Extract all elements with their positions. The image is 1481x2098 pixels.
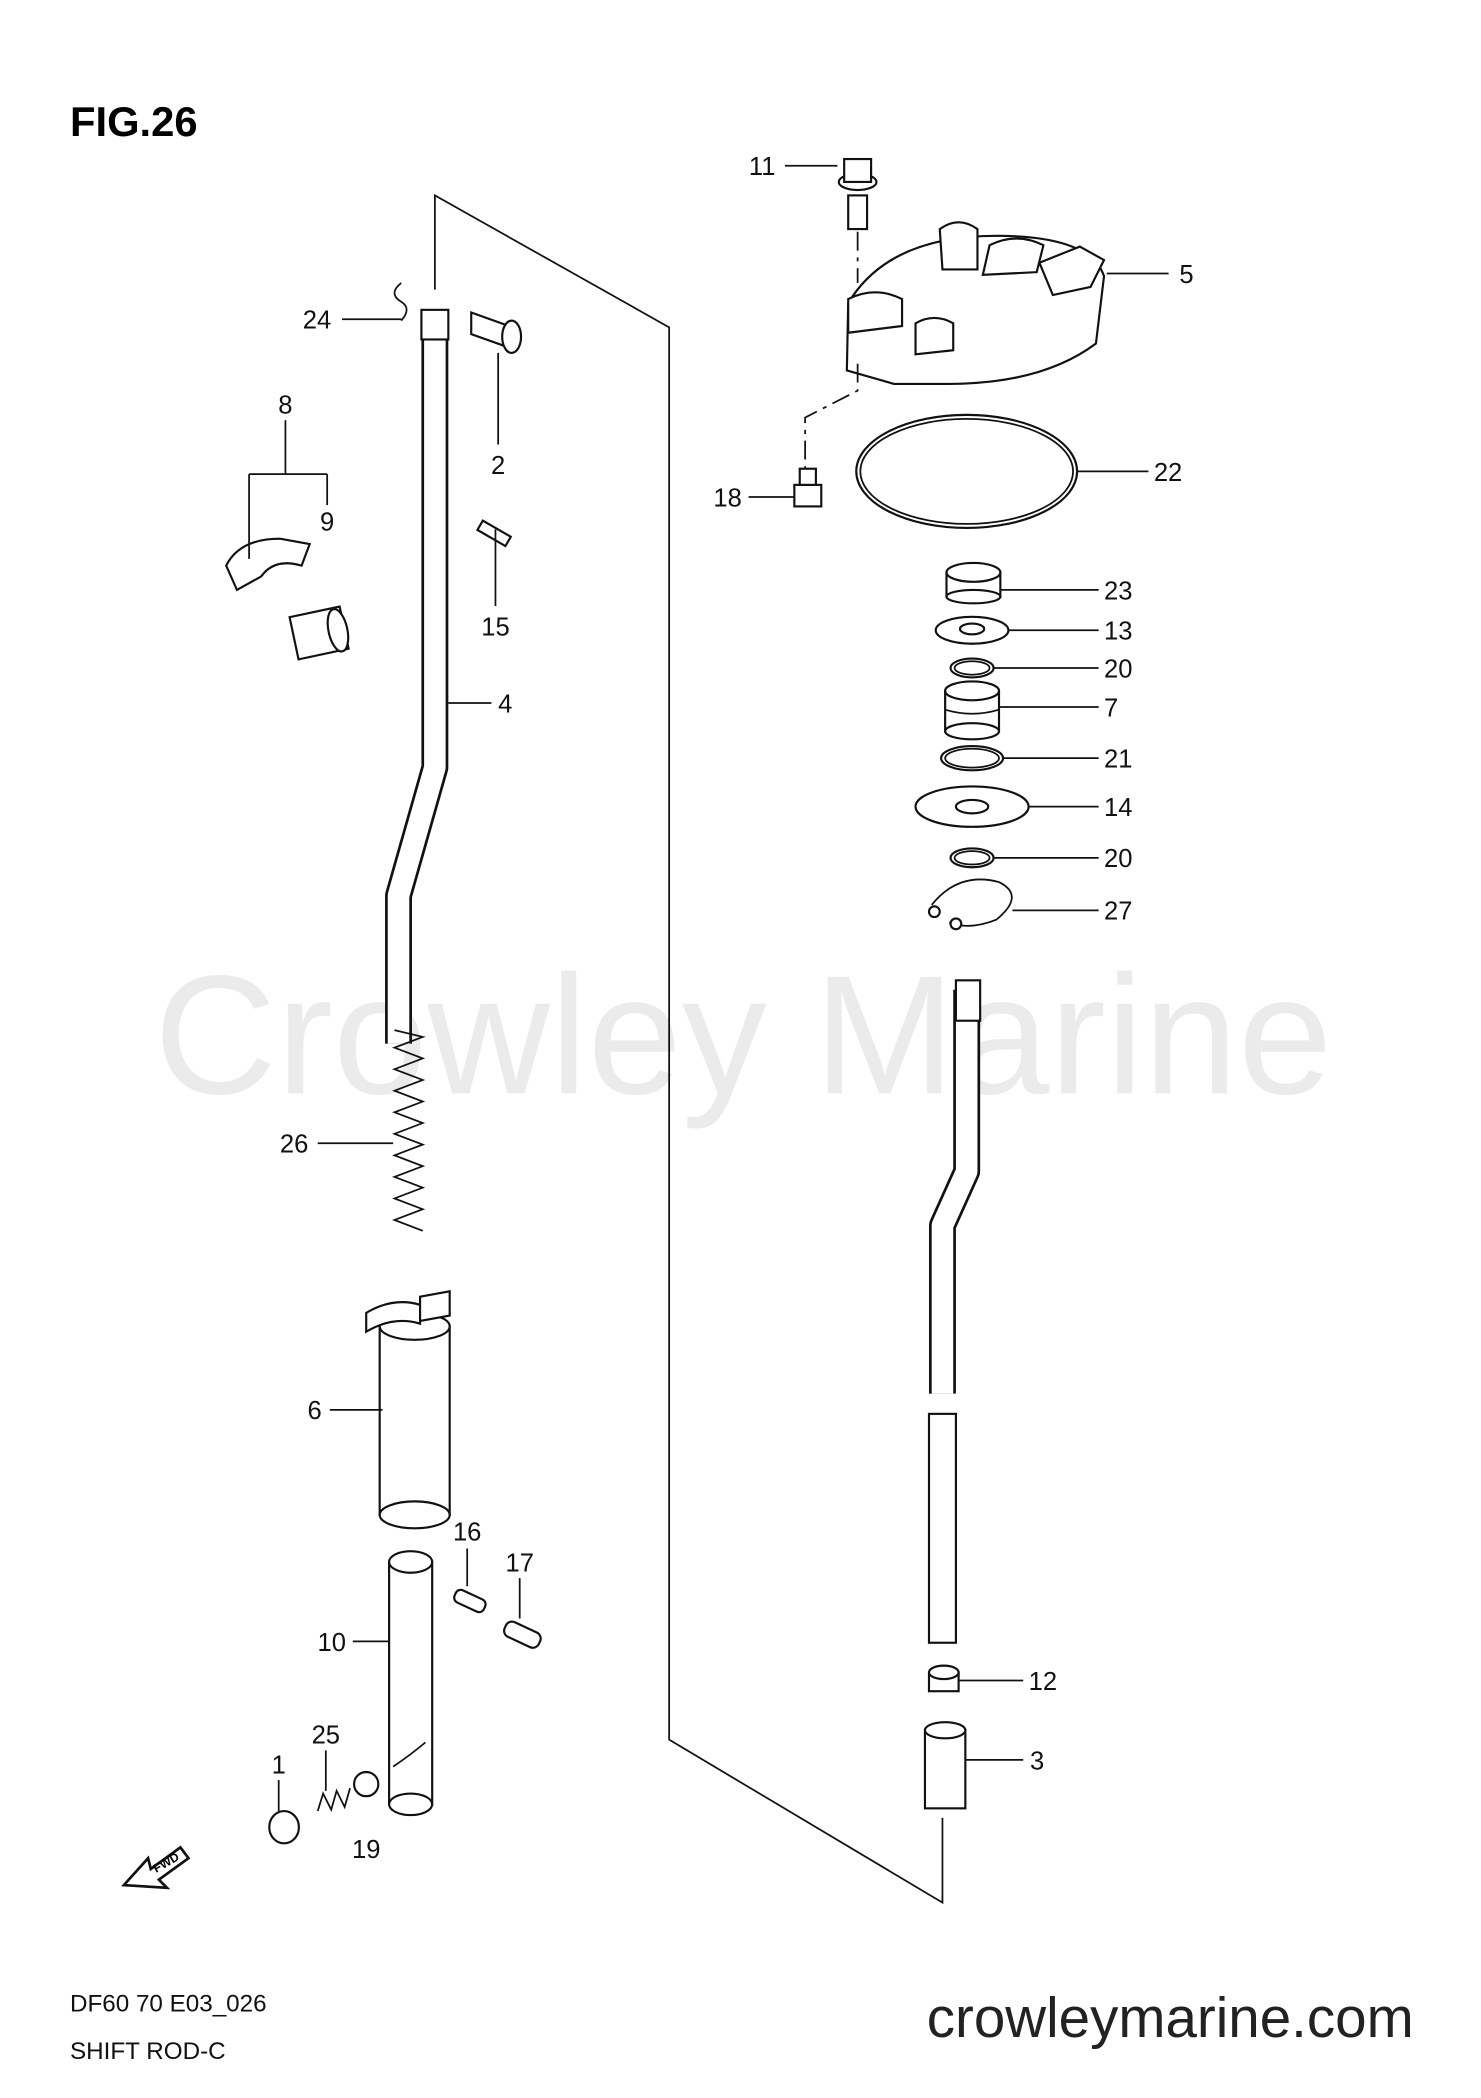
circlip-part-27 — [927, 878, 1013, 931]
watermark: Crowley Marine — [154, 939, 1332, 1129]
spring-part-26 — [392, 1029, 426, 1232]
callout-27: 27 — [1104, 898, 1132, 926]
callout-23: 23 — [1104, 577, 1132, 605]
callout-26: 26 — [280, 1131, 308, 1159]
callout-11: 11 — [749, 153, 776, 181]
seal-part-7 — [944, 680, 1001, 741]
callout-21: 21 — [1104, 746, 1132, 774]
washer-part-13 — [934, 615, 1010, 645]
bushing-part-9 — [288, 605, 350, 661]
callout-6: 6 — [308, 1397, 322, 1425]
callout-8: 8 — [278, 392, 292, 420]
ball-part-19 — [353, 1770, 380, 1798]
callout-4: 4 — [498, 690, 512, 718]
callout-5: 5 — [1179, 261, 1193, 289]
callout-10: 10 — [318, 1629, 346, 1657]
pin-part-15 — [475, 519, 513, 548]
callout-25: 25 — [312, 1722, 340, 1750]
callout-24: 24 — [303, 307, 331, 335]
bolt-part-11 — [837, 157, 878, 231]
shift-rod-part-4 — [385, 308, 450, 1044]
callout-7: 7 — [1104, 694, 1118, 722]
figure-title: FIG.26 — [70, 98, 198, 145]
washer-part-14 — [914, 785, 1030, 828]
callout-20b: 20 — [1104, 845, 1132, 873]
assembly-outline — [434, 193, 944, 1905]
o-ring-inner — [859, 418, 1074, 525]
callout-12: 12 — [1029, 1668, 1057, 1696]
website-link[interactable]: crowleymarine.com — [927, 1986, 1414, 2049]
bushing-part-23 — [945, 561, 1002, 605]
callout-labels: 11 5 24 2 8 9 15 4 22 18 23 13 20 7 21 1… — [272, 153, 1194, 1864]
coupler-part-3 — [923, 1721, 967, 1810]
callout-14: 14 — [1104, 794, 1132, 822]
nut-part-12 — [927, 1664, 960, 1693]
o-ring-part-21 — [940, 744, 1005, 772]
pin-part-16 — [453, 1588, 487, 1614]
callout-18: 18 — [713, 484, 741, 512]
callout-1: 1 — [272, 1751, 286, 1779]
o-ring-part-20 — [949, 657, 995, 679]
callout-22: 22 — [1154, 459, 1182, 487]
o-ring-part-20b — [949, 847, 995, 869]
callout-20: 20 — [1104, 655, 1132, 683]
plug-part-1 — [268, 1809, 300, 1845]
shift-rod-right — [927, 979, 982, 1644]
pin-part-2 — [470, 311, 523, 355]
model-code: DF60 70 E03_026 — [70, 1991, 267, 2018]
callout-15: 15 — [481, 614, 509, 642]
callout-16: 16 — [453, 1518, 481, 1546]
screw-part-18 — [793, 467, 823, 508]
callout-13: 13 — [1104, 618, 1132, 646]
clip-part-24 — [393, 282, 408, 322]
callout-2: 2 — [491, 452, 505, 480]
shift-cam-part-6 — [365, 1290, 451, 1530]
spring-part-25 — [316, 1787, 351, 1813]
clip-part-8 — [224, 537, 312, 592]
pin-part-17 — [503, 1620, 542, 1649]
o-ring-part-22 — [855, 413, 1079, 530]
callout-9: 9 — [320, 509, 334, 537]
fwd-arrow-icon: FWD — [121, 1845, 191, 1890]
screw-guide-line — [804, 363, 859, 472]
callout-3: 3 — [1030, 1747, 1044, 1775]
callout-17: 17 — [505, 1549, 533, 1577]
cover-part-5 — [845, 221, 1106, 385]
leader-lines — [248, 164, 1169, 1812]
part-group-name: SHIFT ROD-C — [70, 2038, 226, 2065]
shaft-part-10 — [388, 1550, 434, 1817]
callout-19: 19 — [352, 1836, 380, 1864]
